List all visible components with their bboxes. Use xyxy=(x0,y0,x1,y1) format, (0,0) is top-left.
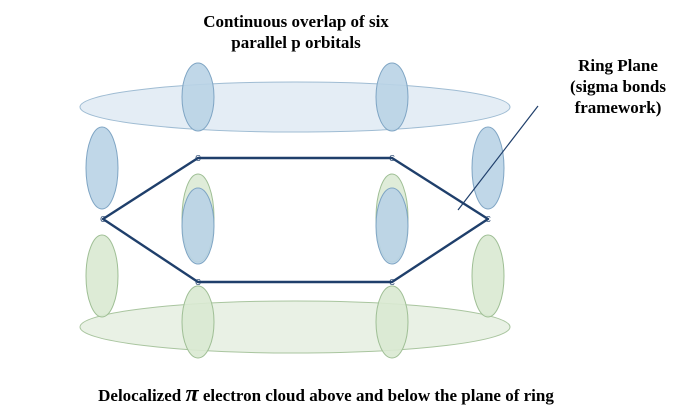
p-orbital-lower-lobe xyxy=(181,285,215,359)
p-orbital-upper-lobe xyxy=(181,62,215,132)
p-orbital-upper-lobe xyxy=(375,187,409,265)
title-line-1: Continuous overlap of six xyxy=(203,12,389,31)
p-orbital-upper-lobe xyxy=(85,126,119,210)
pi-symbol: π xyxy=(185,381,199,407)
carbon-atom-label: C xyxy=(100,215,106,224)
caption-prefix: Delocalized xyxy=(98,386,185,405)
lower-pi-cloud xyxy=(79,300,511,354)
ring-plane-label-line-3: framework) xyxy=(575,98,662,117)
carbon-atom-label: C xyxy=(195,278,201,287)
p-orbital-lower-lobe xyxy=(471,234,505,318)
ring-plane-pointer-line xyxy=(457,105,539,211)
p-orbital-lower-lobe xyxy=(85,234,119,318)
caption-suffix: electron cloud above and below the plane… xyxy=(199,386,555,405)
benzene-ring-bonds xyxy=(101,156,490,284)
carbon-atom-label: C xyxy=(389,278,395,287)
caption: Delocalized π electron cloud above and b… xyxy=(98,381,554,407)
p-orbital-upper-lobe xyxy=(471,126,505,210)
carbon-atom-label: C xyxy=(485,215,491,224)
p-orbital-lower-lobe xyxy=(375,285,409,359)
p-orbital-upper-lobe xyxy=(181,187,215,265)
carbon-atom-label: C xyxy=(195,154,201,163)
ring-plane-label-line-1: Ring Plane xyxy=(578,56,658,75)
ring-plane-label-line-2: (sigma bonds xyxy=(570,77,666,96)
upper-pi-cloud xyxy=(79,81,511,133)
carbon-atom-label: C xyxy=(389,154,395,163)
p-orbital-upper-lobe xyxy=(375,62,409,132)
title-line-2: parallel p orbitals xyxy=(231,33,361,52)
